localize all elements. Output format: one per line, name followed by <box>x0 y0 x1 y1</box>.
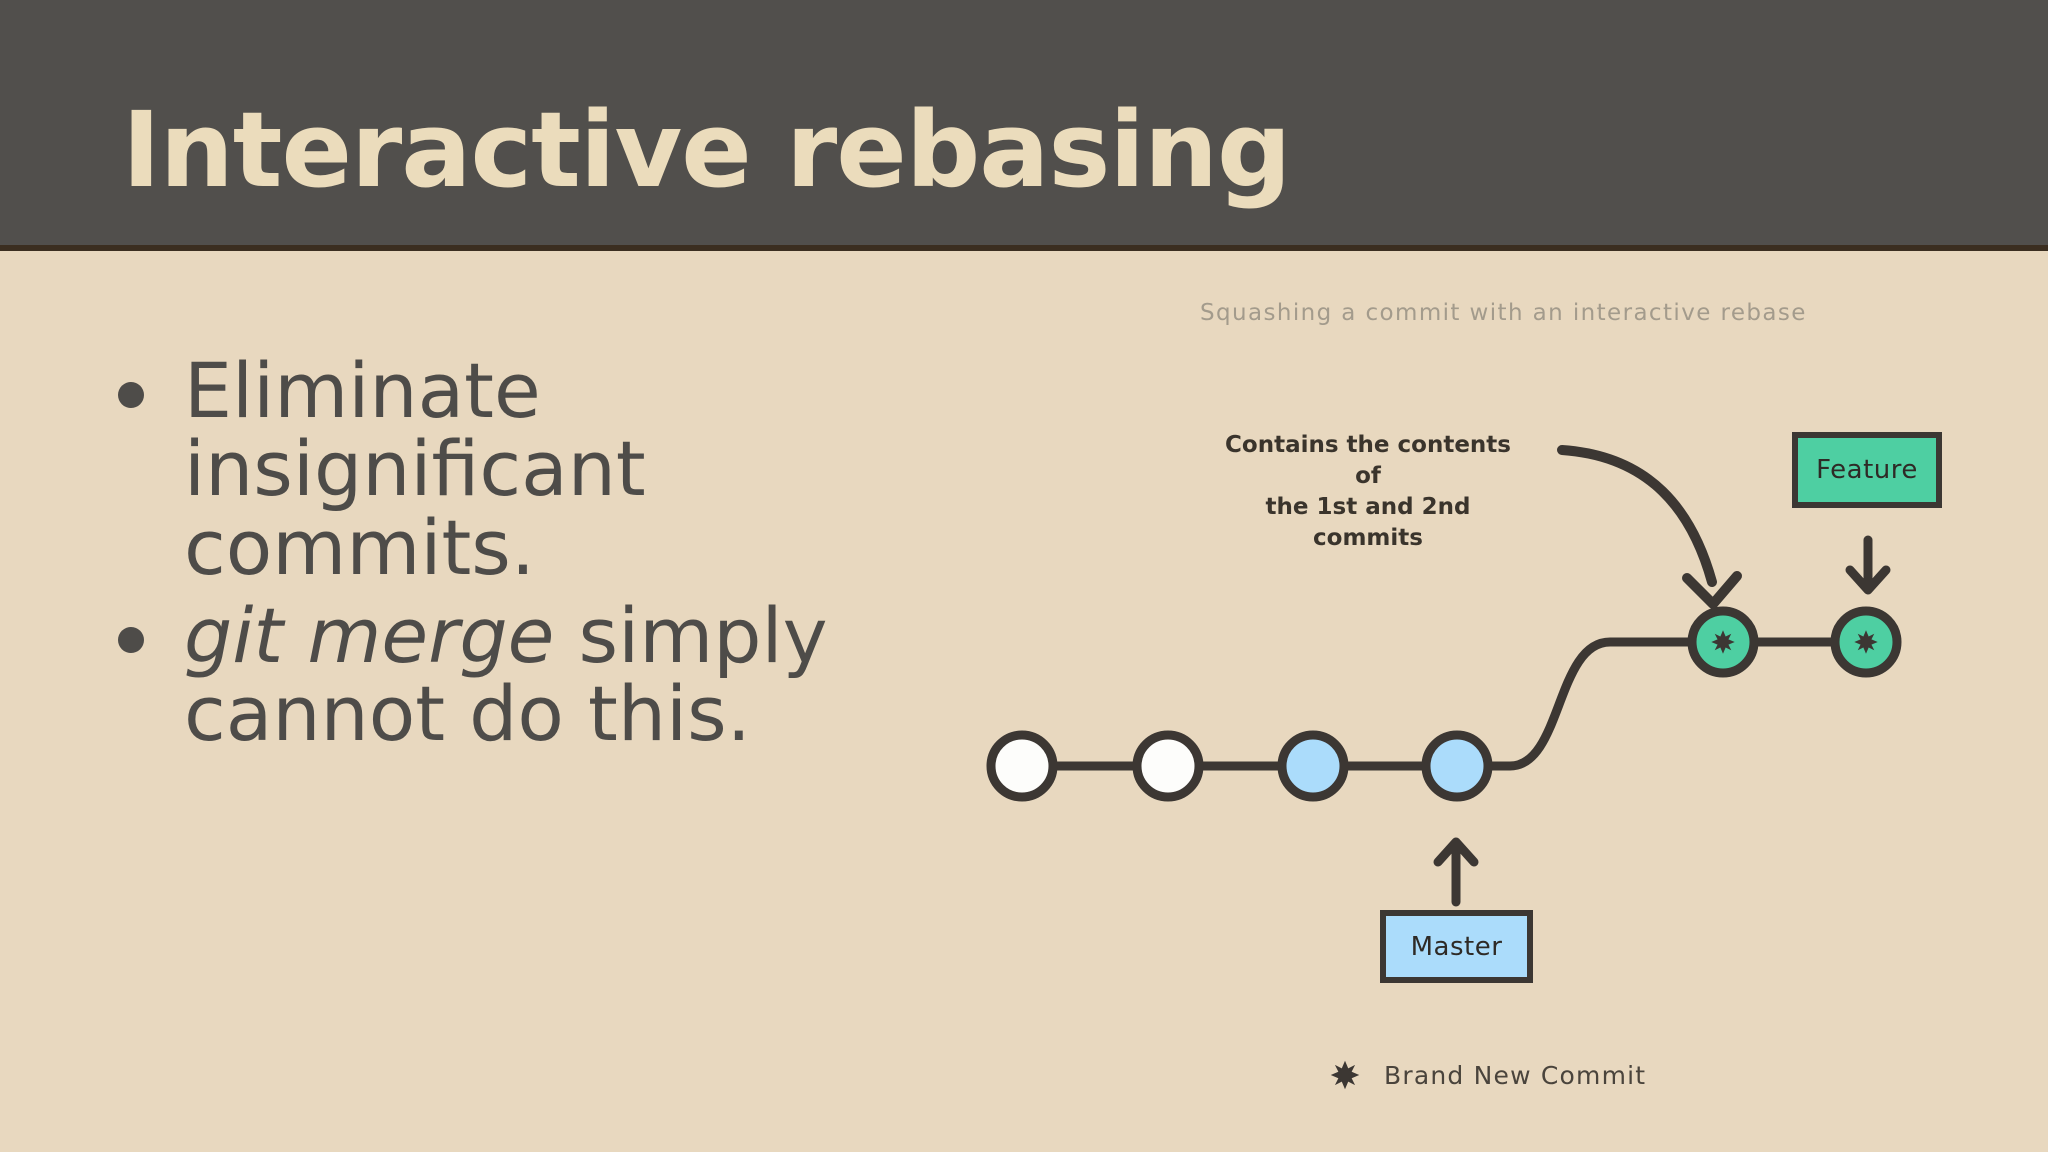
diagram-annotation: Contains the contents of the 1st and 2nd… <box>1218 430 1518 554</box>
list-item: git merge simply cannot do this. <box>118 596 908 754</box>
branch-curve-line <box>1452 637 1728 771</box>
bullet-dot-icon <box>118 382 144 408</box>
header-divider <box>0 245 2048 251</box>
rebase-diagram: Squashing a commit with an interactive r… <box>950 260 2010 1140</box>
bullet-text: Eliminate insignificant commits. <box>184 346 646 592</box>
feature-arrow-head <box>1845 565 1891 595</box>
list-item: Eliminate insignificant commits. <box>118 346 908 592</box>
slide-header <box>0 0 2048 245</box>
diagram-graphics <box>986 445 1902 907</box>
bullet-dot-icon <box>118 626 144 653</box>
commit-node-4[interactable] <box>1421 730 1493 802</box>
commit-node-3[interactable] <box>1277 730 1349 802</box>
master-label: Master <box>1410 931 1503 962</box>
page-title: Interactive rebasing <box>122 89 1291 211</box>
feature-branch-label-box[interactable]: Feature <box>1792 432 1942 508</box>
starburst-commit-icon <box>1711 630 1735 654</box>
starburst-commit-icon <box>1854 630 1878 654</box>
bullet-text: git merge simply cannot do this. <box>184 596 908 754</box>
bullet-emphasis: git merge <box>184 590 555 680</box>
annotation-arrow <box>1557 445 1717 587</box>
master-arrow-head <box>1433 837 1479 867</box>
bullet-list: Eliminate insignificant commits. git mer… <box>118 346 908 763</box>
annotation-arrow-head <box>1682 571 1742 609</box>
annotation-line-1: Contains the contents of <box>1225 432 1511 490</box>
master-branch-label-box[interactable]: Master <box>1380 910 1533 983</box>
legend-label: Brand New Commit <box>1384 1060 1647 1090</box>
annotation-line-2: the 1st and 2nd commits <box>1265 494 1471 552</box>
starburst-commit-icon <box>1330 1060 1360 1090</box>
bullet-rest: simply cannot do this. <box>184 590 828 759</box>
feature-label: Feature <box>1816 455 1918 485</box>
commit-node-2[interactable] <box>1132 730 1204 802</box>
diagram-caption: Squashing a commit with an interactive r… <box>1200 300 1807 326</box>
commit-node-1[interactable] <box>986 730 1058 802</box>
diagram-legend: Brand New Commit <box>1328 1058 1646 1092</box>
